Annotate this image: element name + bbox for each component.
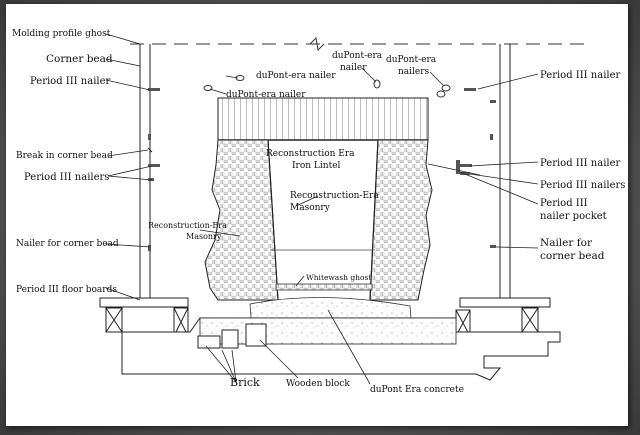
label-period3-floor-boards: Period III floor boards	[16, 285, 117, 295]
leader-lines	[105, 33, 539, 385]
iron-lintel	[217, 97, 429, 141]
label-dupont-nailer-1: duPont-era nailer	[256, 71, 336, 81]
label-lintel-2: Iron Lintel	[292, 161, 341, 171]
label-period3-pocket-1: Period III	[540, 198, 588, 209]
label-period3-nailer-right: Period III nailer	[540, 70, 621, 81]
label-dupont-nailers-top-2: nailers	[398, 67, 430, 77]
label-lintel-1: Reconstruction Era	[266, 149, 355, 159]
label-period3-nailer-right2: Period III nailer	[540, 158, 621, 169]
label-brick: Brick	[230, 376, 260, 389]
label-recon-masonry-right-2: Masonry	[290, 203, 331, 213]
label-dupont-nailer-top-1: duPont-era	[332, 51, 383, 61]
label-recon-masonry-left-1: Reconstruction-Era	[148, 221, 227, 230]
right-wall	[456, 44, 511, 302]
label-nailer-for-corner-bead-right-2: corner bead	[540, 250, 605, 262]
floor-boards	[99, 297, 551, 308]
label-nailer-for-corner-bead-right-1: Nailer for	[540, 237, 593, 249]
foundation	[121, 317, 561, 381]
label-dupont-concrete: duPont Era concrete	[370, 385, 464, 395]
masonry-right	[369, 139, 433, 301]
annotation-labels: Molding profile ghost Corner bead Period…	[12, 29, 625, 395]
floor-joists	[105, 307, 539, 337]
label-molding-profile-ghost: Molding profile ghost	[12, 29, 111, 39]
masonry-left	[204, 139, 279, 301]
label-period3-nailers-left: Period III nailers	[24, 172, 109, 183]
label-period3-nailer-left: Period III nailer	[30, 76, 111, 87]
dupont-nailer-marks	[203, 75, 451, 98]
label-nailer-for-corner-bead-left: Nailer for corner bead	[16, 239, 119, 249]
label-corner-bead: Corner bead	[46, 53, 113, 65]
left-wall	[139, 44, 160, 302]
molding-profile-line	[130, 36, 590, 52]
label-period3-pocket-2: nailer pocket	[540, 211, 607, 222]
label-dupont-nailers-top-1: duPont-era	[386, 55, 437, 65]
label-recon-masonry-left-2: Masonry	[186, 232, 222, 241]
label-recon-masonry-right-1: Reconstruction-Era	[290, 191, 379, 201]
label-wooden-block: Wooden block	[286, 379, 350, 389]
label-whitewash-ghost: Whitewash ghost	[306, 273, 371, 282]
label-period3-nailers-right: Period III nailers	[540, 180, 625, 191]
label-dupont-nailer-top-2: nailer	[340, 63, 367, 73]
label-dupont-nailer-2: duPont-era nailer	[226, 90, 306, 100]
label-break-in-corner-bead: Break in corner bead	[16, 151, 113, 161]
